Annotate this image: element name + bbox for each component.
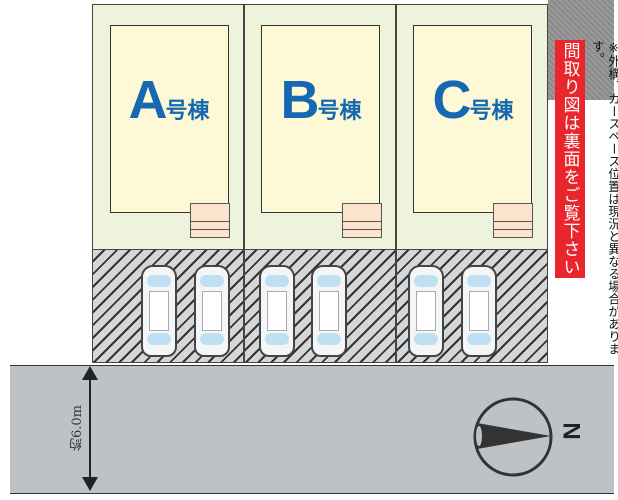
car-icon <box>311 265 347 357</box>
lot-letter: B <box>280 70 319 130</box>
building-footprint <box>261 25 380 213</box>
arrow-up-icon <box>82 366 98 380</box>
parking-area <box>397 249 547 362</box>
parking-area <box>93 249 243 362</box>
lot-letter: A <box>128 70 167 130</box>
entrance-steps <box>342 203 382 238</box>
lot-suffix: 号棟 <box>469 99 514 124</box>
entrance-steps <box>190 203 230 238</box>
parking-area <box>245 249 395 362</box>
car-icon <box>141 265 177 357</box>
lot-c: C号棟 <box>396 4 548 363</box>
arrow-down-icon <box>82 477 98 491</box>
car-icon <box>194 265 230 357</box>
road-width-dimension-line <box>89 368 91 489</box>
building-footprint <box>110 25 229 213</box>
road-width-label: 約6.0m <box>70 405 85 452</box>
compass-icon <box>473 397 553 477</box>
entrance-steps <box>493 203 533 238</box>
lot-suffix: 号棟 <box>317 99 362 124</box>
lot-a: A号棟 <box>92 4 244 363</box>
disclaimer-note: ※外構、カースペース位置は現況と異なる場合があります。 <box>590 40 618 355</box>
building-footprint <box>413 25 532 213</box>
lot-letter: C <box>432 70 471 130</box>
car-icon <box>259 265 295 357</box>
north-label: N <box>557 422 585 440</box>
lot-label: B号棟 <box>245 69 397 131</box>
car-icon <box>408 265 444 357</box>
lot-b: B号棟 <box>244 4 396 363</box>
floorplan-notice-banner: 間取り図は裏面をご覧下さい <box>555 40 585 278</box>
car-icon <box>461 265 497 357</box>
lot-label: C号棟 <box>397 69 549 131</box>
lot-suffix: 号棟 <box>165 99 210 124</box>
lot-label: A号棟 <box>93 69 245 131</box>
